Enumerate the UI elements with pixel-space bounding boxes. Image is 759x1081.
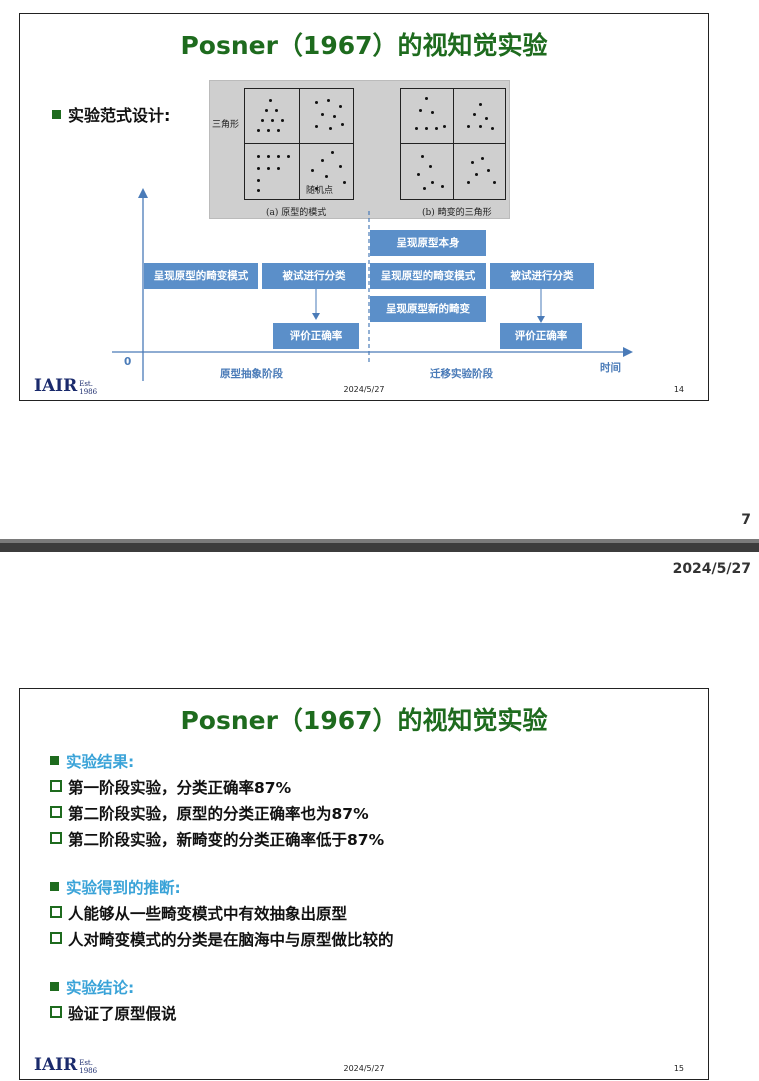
box-present-old-distortions: 呈现原型的畸变模式 (370, 263, 486, 289)
slide-14: Posner（1967）的视知觉实验 实验范式设计: 三角形 随机点 (a) 原… (19, 13, 709, 401)
hollow-square-icon (50, 1006, 62, 1018)
list-item: 第二阶段实验，新畸变的分类正确率低于87% (50, 827, 394, 853)
triangle-label: 三角形 (212, 120, 240, 130)
hollow-square-icon (50, 806, 62, 818)
page-divider (0, 539, 759, 552)
footer-date: 2024/5/27 (343, 1064, 385, 1073)
caption-a: (a) 原型的模式 (266, 208, 327, 218)
page-date: 2024/5/27 (672, 561, 751, 577)
box-present-new-distortions: 呈现原型新的畸变 (370, 296, 486, 322)
phase1-label: 原型抽象阶段 (220, 368, 283, 380)
dot-pattern-figure: 三角形 随机点 (a) 原型的模式 (b) 畸变的三角形 (209, 80, 510, 219)
list-item: 验证了原型假说 (50, 1001, 394, 1027)
list-item: 人对畸变模式的分类是在脑海中与原型做比较的 (50, 927, 394, 953)
box-present-distortions: 呈现原型的畸变模式 (144, 263, 258, 289)
bullet-text: 实验范式设计: (68, 106, 171, 125)
section-heading: 实验得到的推断: (50, 875, 394, 901)
list-item: 第二阶段实验，原型的分类正确率也为87% (50, 801, 394, 827)
flow-diagram-lines (112, 188, 633, 381)
caption-b: (b) 畸变的三角形 (422, 208, 492, 218)
list-item: 人能够从一些畸变模式中有效抽象出原型 (50, 901, 394, 927)
box-evaluate-1: 评价正确率 (273, 323, 359, 349)
footer-page-number: 15 (673, 1064, 684, 1073)
slide-15: Posner（1967）的视知觉实验 实验结果: 第一阶段实验，分类正确率87%… (19, 688, 709, 1080)
box-evaluate-2: 评价正确率 (500, 323, 582, 349)
section-heading: 实验结果: (50, 749, 394, 775)
slide-title: Posner（1967）的视知觉实验 (180, 706, 548, 735)
hollow-square-icon (50, 780, 62, 792)
hollow-square-icon (50, 932, 62, 944)
box-classify-1: 被试进行分类 (262, 263, 366, 289)
bullet-square-icon (50, 882, 59, 891)
hollow-square-icon (50, 906, 62, 918)
bullet-square-icon (52, 110, 61, 119)
phase2-label: 迁移实验阶段 (430, 368, 493, 380)
bullet-square-icon (50, 982, 59, 991)
page-number: 7 (741, 512, 751, 528)
footer-date: 2024/5/27 (343, 385, 385, 394)
prototype-grid (244, 88, 354, 200)
box-classify-2: 被试进行分类 (490, 263, 594, 289)
bullet-square-icon (50, 756, 59, 765)
section-heading: 实验结论: (50, 975, 394, 1001)
random-dots-label: 随机点 (306, 186, 334, 196)
box-present-prototype: 呈现原型本身 (370, 230, 486, 256)
bullet-paradigm: 实验范式设计: (52, 102, 170, 126)
axis-time-label: 时间 (600, 362, 621, 374)
axis-origin: 0 (124, 356, 132, 368)
hollow-square-icon (50, 832, 62, 844)
slide-title: Posner（1967）的视知觉实验 (180, 31, 548, 60)
list-item: 第一阶段实验，分类正确率87% (50, 775, 394, 801)
footer-page-number: 14 (673, 385, 684, 394)
distorted-grid (400, 88, 506, 200)
results-content: 实验结果: 第一阶段实验，分类正确率87% 第二阶段实验，原型的分类正确率也为8… (50, 749, 394, 1027)
